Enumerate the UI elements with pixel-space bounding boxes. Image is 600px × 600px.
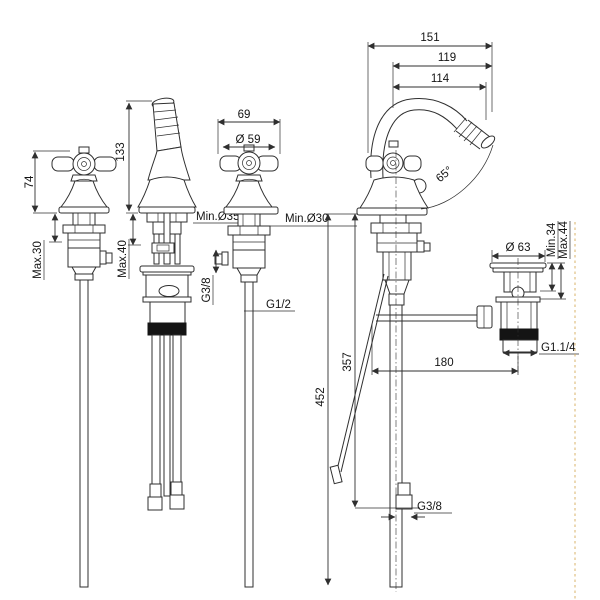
min34-label: Min.34 (546, 222, 558, 257)
popup-rod-diagonal (336, 273, 385, 471)
angle-65-label: 65° (434, 165, 455, 185)
d63-label: Ø 63 (506, 242, 531, 254)
label-min-d30: Min.Ø30 (270, 213, 357, 227)
spout-inner-curve (382, 109, 458, 179)
dim-g114: G1.1/4 (502, 342, 579, 357)
max44-label: Max.44 (558, 221, 570, 259)
deck-plate (223, 206, 279, 215)
hose-nut-right (169, 494, 185, 510)
supply-tube (79, 279, 89, 588)
dim-151-label: 151 (420, 32, 439, 44)
max40-label: Max.40 (117, 240, 129, 278)
g12-label: G1/2 (266, 299, 291, 311)
hose-left (151, 334, 161, 485)
gasket-band (147, 322, 187, 336)
dim-452: 452 (315, 213, 358, 586)
valve-cartridge (382, 251, 412, 281)
min-d30-label: Min.Ø30 (285, 213, 328, 225)
waste-flange (139, 265, 195, 273)
handle-boss (382, 152, 404, 174)
dim-d59: Ø 59 (222, 134, 276, 151)
dim-119-label: 119 (438, 52, 456, 64)
dim-swivel-65: 65° (420, 144, 494, 210)
spout-barrel (152, 102, 182, 152)
handle-arm-right (403, 155, 422, 172)
hose-right (172, 334, 182, 483)
dim-114-label: 114 (431, 73, 450, 85)
mounting-nut (227, 225, 271, 236)
mounting-nut (62, 224, 106, 234)
dim-min34-max44: Min.34 Max.44 (540, 221, 571, 300)
dim-69-label: 69 (238, 109, 251, 121)
shutoff-valve-side-figure (51, 146, 117, 588)
bidet-mixer-figure (329, 98, 496, 592)
valve-bell-body (224, 180, 274, 208)
valve-bell-body (59, 180, 109, 208)
dim-d63: Ø 63 (491, 242, 546, 262)
spout-waste-figure (137, 97, 197, 511)
spout-bell-body (137, 176, 197, 208)
gasket-band (499, 328, 539, 341)
handle-arm-left (51, 156, 75, 172)
rod-clamp (151, 242, 175, 254)
side-outlet (221, 251, 229, 266)
dim-spout-reach: 151 119 114 (367, 32, 493, 153)
handle-boss (237, 151, 261, 175)
popup-rod (163, 212, 171, 265)
dim-357: 357 (342, 213, 420, 509)
aerator-tip (480, 135, 496, 149)
dim-max30: Max.30 (32, 213, 62, 280)
waste-tail (502, 339, 538, 353)
rod-foot (329, 464, 343, 485)
g38-outlet-label: G3/8 (201, 278, 213, 303)
side-port (416, 240, 425, 253)
dim-max40: Max.40 (117, 213, 141, 279)
dim-133: 133 (115, 100, 152, 214)
deck-plate (138, 206, 196, 214)
rod-clamp (476, 305, 493, 329)
dim-74: 74 (24, 150, 70, 214)
dim-452-label: 452 (315, 387, 327, 406)
handle-arm-left (365, 155, 384, 172)
g114-label: G1.1/4 (541, 342, 576, 354)
popup-waste-figure (476, 258, 547, 373)
dim-180: 180 (371, 324, 519, 375)
deck-plate (356, 207, 428, 216)
side-outlet (99, 250, 107, 265)
hose-nut-left (147, 496, 163, 511)
shutoff-valve-front-figure (214, 144, 279, 588)
dim-g38-hose: G3/8 (381, 501, 452, 521)
max30-label: Max.30 (32, 241, 44, 279)
hose-nut (395, 494, 413, 510)
deck-plate (58, 206, 110, 214)
supply-tube (244, 281, 254, 588)
g38-hose-label: G3/8 (417, 501, 442, 513)
waste-lower-body (500, 301, 538, 330)
dim-74-label: 74 (24, 175, 36, 188)
handle-boss (72, 152, 96, 176)
dim-180-label: 180 (434, 357, 453, 369)
handle-stem (388, 140, 399, 148)
handle-arm-right (93, 156, 117, 172)
valve-body (232, 249, 266, 269)
dim-d59-label: Ø 59 (236, 134, 261, 146)
dim-133-label: 133 (115, 142, 127, 161)
valve-body (67, 247, 101, 268)
dim-69: 69 (217, 109, 281, 154)
label-g12: G1/2 (244, 299, 295, 312)
handle-stem (78, 146, 90, 154)
dim-357-label: 357 (342, 352, 354, 371)
spout-outer-curve (370, 98, 468, 179)
mixer-bell-body (359, 176, 429, 209)
dim-g38-outlet: G3/8 (201, 249, 220, 305)
